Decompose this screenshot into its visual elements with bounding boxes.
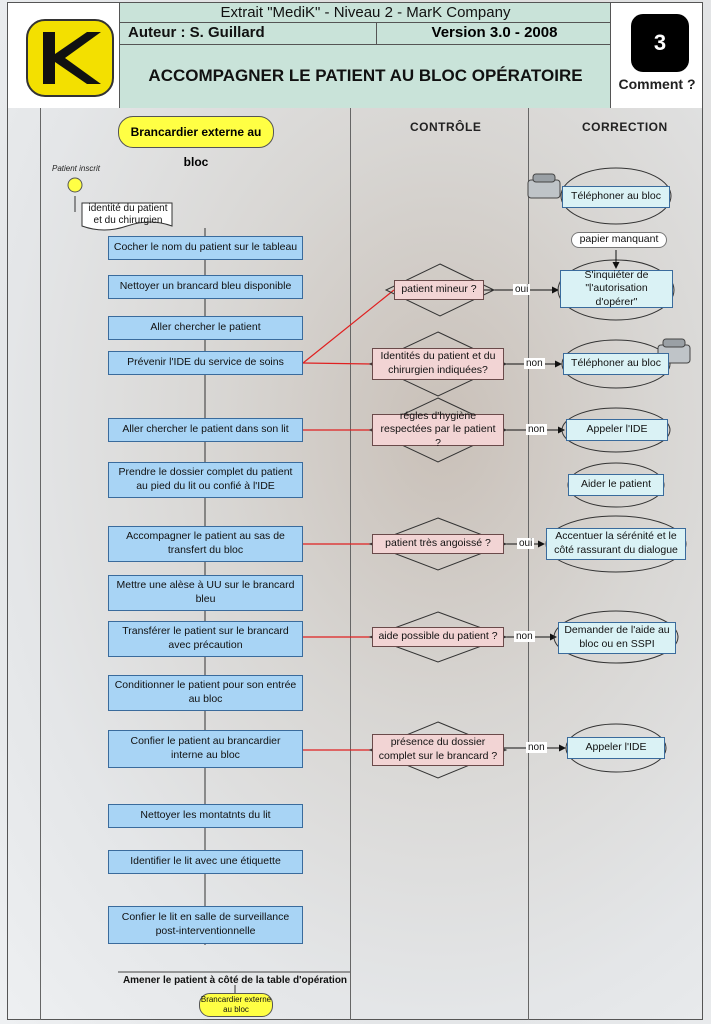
step-box: Accompagner le patient au sas de transfe… bbox=[108, 526, 303, 562]
column-separator-control bbox=[350, 108, 351, 1020]
correction-box: Demander de l'aide au bloc ou en SSPI bbox=[558, 622, 676, 654]
step-box: Confier le patient au brancardier intern… bbox=[108, 730, 303, 768]
edge-label-yes: oui bbox=[513, 284, 531, 295]
correction-box: Appeler l'IDE bbox=[566, 419, 668, 441]
edge-label-no: non bbox=[526, 742, 547, 753]
step-box: Nettoyer les montatnts du lit bbox=[108, 804, 303, 828]
phone-icon-1 bbox=[527, 173, 561, 199]
start-node bbox=[67, 177, 83, 193]
step-box: Prévenir l'IDE du service de soins bbox=[108, 351, 303, 375]
step-box: Conditionner le patient pour son entrée … bbox=[108, 675, 303, 711]
end-pill: Brancardier externe au bloc bbox=[199, 993, 273, 1017]
column-header-correction: CORRECTION bbox=[582, 120, 668, 134]
step-box: Confier le lit en salle de surveillance … bbox=[108, 906, 303, 944]
correction-box: Téléphoner au bloc bbox=[563, 353, 669, 375]
correction-box: Accentuer la sérénité et le côté rassura… bbox=[546, 528, 686, 560]
step-box: Transférer le patient sur le brancard av… bbox=[108, 621, 303, 657]
correction-box: Appeler l'IDE bbox=[567, 737, 665, 759]
end-label: Amener le patient à côté de la table d'o… bbox=[122, 975, 348, 986]
header-middle bbox=[120, 2, 611, 108]
header-version: Version 3.0 - 2008 bbox=[376, 22, 612, 44]
page-frame bbox=[7, 2, 703, 1020]
start-label: Patient inscrit bbox=[52, 164, 101, 173]
page-title: ACCOMPAGNER LE PATIENT AU BLOC OPÉRATOIR… bbox=[148, 66, 583, 85]
control-box: patient très angoissé ? bbox=[372, 534, 504, 554]
lane-header-pill: Brancardier externe au bloc bbox=[118, 116, 274, 169]
column-header-control: CONTRÔLE bbox=[410, 120, 482, 134]
correction-box: Téléphoner au bloc bbox=[562, 186, 670, 208]
control-box: régles d'hygiène respectées par le patie… bbox=[372, 410, 504, 449]
step-box: Cocher le nom du patient sur le tableau bbox=[108, 236, 303, 260]
step-box: Aller chercher le patient bbox=[108, 316, 303, 340]
edge-label-yes: oui bbox=[517, 538, 535, 549]
correction-note: papier manquant bbox=[571, 232, 667, 248]
control-box: aide possible du patient ? bbox=[372, 627, 504, 647]
control-box: présence du dossier complet sur le branc… bbox=[372, 734, 504, 766]
logo-cell bbox=[7, 2, 120, 108]
start-document: identité du patient et du chirurgien bbox=[88, 203, 168, 226]
control-box: patient mineur ? bbox=[394, 280, 484, 300]
edge-label-no: non bbox=[514, 631, 535, 642]
comment-label: Comment ? bbox=[618, 76, 696, 92]
control-box: Identités du patient et du chirurgien in… bbox=[372, 348, 504, 380]
chapter-number-badge: 3 bbox=[631, 14, 689, 72]
step-box: Aller chercher le patient dans son lit bbox=[108, 418, 303, 442]
step-box: Mettre une alèse à UU sur le brancard bl… bbox=[108, 575, 303, 611]
header-divider bbox=[120, 44, 611, 45]
step-box: Prendre le dossier complet du patient au… bbox=[108, 462, 303, 498]
step-box: Identifier le lit avec une étiquette bbox=[108, 850, 303, 874]
header-source: Extrait "MediK" - Niveau 2 - MarK Compan… bbox=[120, 4, 611, 23]
medik-logo-icon bbox=[26, 19, 114, 97]
correction-box: S'inquiéter de "l'autorisation d'opérer" bbox=[560, 269, 673, 308]
correction-box: Aider le patient bbox=[568, 474, 664, 496]
step-box: Nettoyer un brancard bleu disponible bbox=[108, 275, 303, 299]
header-author: Auteur : S. Guillard bbox=[128, 24, 265, 41]
column-separator-left bbox=[40, 108, 41, 1020]
edge-label-no: non bbox=[526, 424, 547, 435]
column-separator-correction bbox=[528, 108, 529, 1020]
edge-label-no: non bbox=[524, 358, 545, 369]
